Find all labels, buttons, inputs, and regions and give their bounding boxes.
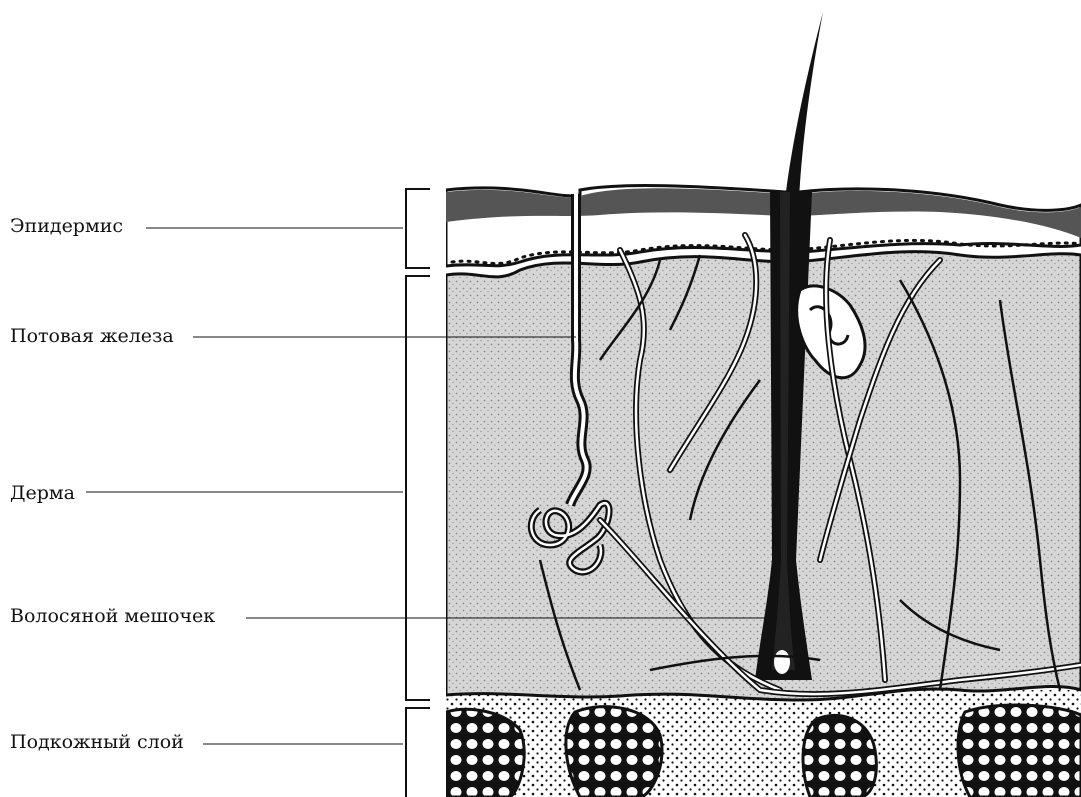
- hair-shaft: [785, 12, 823, 200]
- label-hair-follicle: Волосяной мешочек: [10, 607, 215, 626]
- bracket-subcutaneous: [406, 708, 430, 797]
- bracket-dermis: [406, 276, 430, 700]
- label-sweat-gland: Потовая железа: [10, 327, 174, 346]
- bracket-epidermis: [406, 189, 430, 268]
- layer-brackets: [406, 189, 430, 797]
- hair-papilla: [774, 650, 790, 674]
- label-dermis: Дерма: [10, 484, 75, 503]
- label-epidermis: Эпидермис: [10, 217, 123, 236]
- label-subcutaneous-layer: Подкожный слой: [10, 733, 184, 752]
